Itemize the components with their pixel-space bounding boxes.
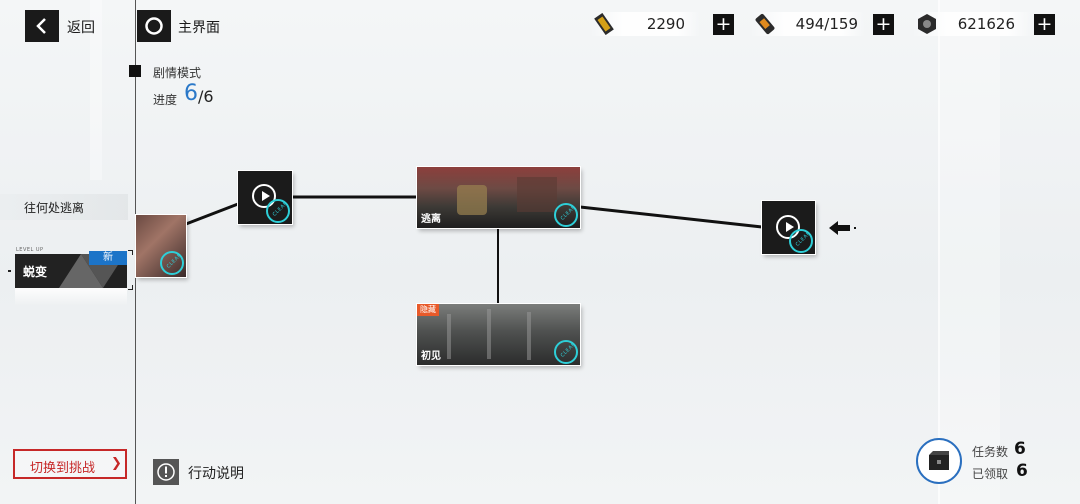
help-label[interactable]: 行动说明 <box>188 466 244 482</box>
progress-label: 进度 <box>153 93 178 107</box>
level-up-caption: LEVEL UP <box>16 247 44 253</box>
coin-value: 621626 <box>957 15 1015 33</box>
claimed-value: 6 <box>1016 461 1028 481</box>
stage-title: 逃离 <box>421 214 441 225</box>
switch-to-challenge-button[interactable]: 切换到挑战 ❯ <box>13 449 127 479</box>
stage-node[interactable]: CLEAR <box>238 171 292 224</box>
new-badge: 新 <box>89 251 127 265</box>
tasks-value: 6 <box>1014 439 1026 459</box>
play-icon <box>776 215 800 239</box>
stage-node[interactable]: 逃离 CLEAR <box>417 167 580 228</box>
back-button[interactable] <box>25 10 59 42</box>
mode-marker-icon <box>129 65 141 77</box>
bracket-corner <box>128 250 133 255</box>
clear-badge: CLEAR <box>160 251 184 275</box>
home-button[interactable] <box>137 10 171 42</box>
home-circle-icon <box>145 17 163 35</box>
energy-value: 2290 <box>646 15 685 33</box>
bracket-corner <box>128 285 133 290</box>
stage-node[interactable]: CLEAR <box>136 215 186 277</box>
progress-total: /6 <box>198 87 214 106</box>
home-label[interactable]: 主界面 <box>178 20 220 36</box>
stage-node[interactable]: 隐藏 初见 CLEAR <box>417 304 580 365</box>
current-stage-arrow-icon <box>829 221 856 235</box>
info-icon <box>157 463 175 481</box>
stamina-value: 494/159 <box>795 15 858 33</box>
sidebar-divider <box>135 0 136 504</box>
chapter-item[interactable]: 往何处逃离 <box>0 194 128 220</box>
challenge-label: 切换到挑战 <box>30 461 96 476</box>
help-button[interactable] <box>153 459 179 485</box>
mode-label: 剧情模式 <box>153 66 202 80</box>
progress-current: 6 <box>184 81 198 106</box>
add-coin-button[interactable]: + <box>1034 14 1055 35</box>
back-label[interactable]: 返回 <box>67 20 95 36</box>
level-name: 蜕变 <box>23 265 48 279</box>
stage-title: 初见 <box>421 351 441 362</box>
chevron-left-icon <box>36 18 46 34</box>
stage-node[interactable]: CLEAR <box>762 201 815 254</box>
hidden-tag: 隐藏 <box>417 304 439 316</box>
stamina-canister-icon <box>755 13 775 35</box>
add-stamina-button[interactable]: + <box>873 14 894 35</box>
clear-badge: CLEAR <box>789 229 813 253</box>
coin-icon <box>918 14 936 34</box>
add-energy-button[interactable]: + <box>713 14 734 35</box>
clear-badge: CLEAR <box>554 340 578 364</box>
claimed-label: 已领取 <box>972 467 1009 481</box>
energy-cell-icon <box>594 13 614 35</box>
chest-icon <box>929 451 949 470</box>
play-icon <box>252 184 276 208</box>
clear-badge: CLEAR <box>554 203 578 227</box>
chapter-label: 往何处逃离 <box>24 201 85 215</box>
right-divider <box>938 0 940 504</box>
chevron-right-icon: ❯ <box>111 456 122 471</box>
tasks-label: 任务数 <box>972 445 1009 459</box>
clear-badge: CLEAR <box>266 199 290 223</box>
